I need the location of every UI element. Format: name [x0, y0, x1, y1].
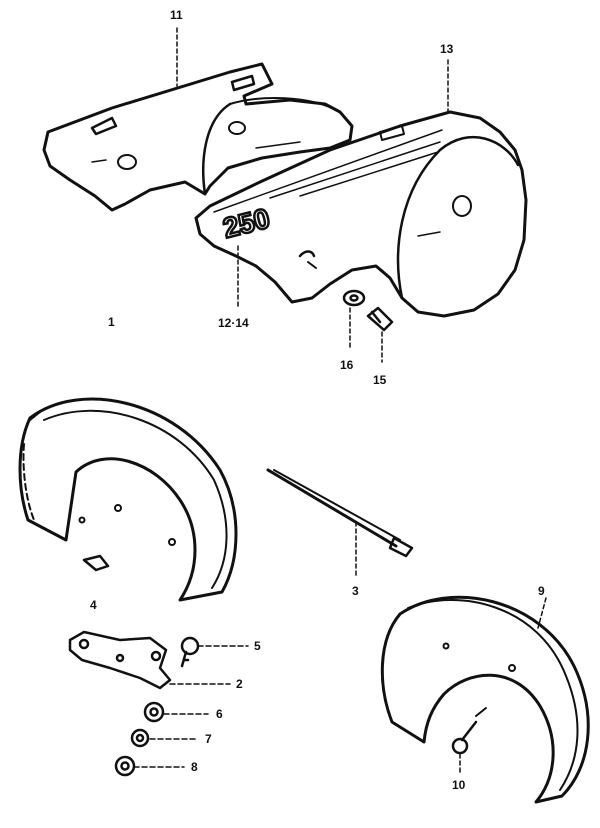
right-cover-details [298, 195, 472, 269]
label-part-11: 11 [170, 8, 183, 22]
label-part-8: 8 [191, 760, 198, 774]
screw-15 [366, 306, 394, 332]
label-part-7: 7 [205, 732, 212, 746]
label-part-13: 13 [440, 42, 454, 56]
left-cover-details [90, 74, 301, 170]
washer-6 [143, 701, 165, 723]
decal-250: 250 [219, 201, 274, 245]
label-part-15: 15 [373, 373, 387, 387]
right-chain-cover [194, 110, 528, 318]
label-part-4: 4 [90, 598, 97, 612]
decal-text: 250 [220, 202, 273, 243]
front-mudguard-lower [380, 595, 590, 804]
long-bolt-3 [266, 468, 414, 558]
bracket-2 [68, 630, 172, 690]
bolt-10 [451, 720, 478, 755]
washer-7 [130, 728, 150, 748]
label-part-2: 2 [236, 677, 243, 691]
nut-8 [114, 755, 136, 777]
label-part-16: 16 [340, 358, 354, 372]
leader-9 [537, 597, 547, 629]
label-part-1: 1 [108, 315, 115, 329]
label-part-12-14: 12·14 [218, 316, 249, 330]
label-part-3: 3 [352, 584, 359, 598]
label-part-10: 10 [452, 778, 466, 792]
label-part-9: 9 [538, 584, 545, 598]
leader-lines [133, 27, 547, 775]
left-chain-cover [42, 62, 354, 212]
washer-16 [342, 289, 366, 307]
label-part-6: 6 [216, 707, 223, 721]
label-part-5: 5 [254, 639, 261, 653]
bolt-5 [180, 636, 200, 668]
rear-mudguard-upper [18, 397, 238, 602]
